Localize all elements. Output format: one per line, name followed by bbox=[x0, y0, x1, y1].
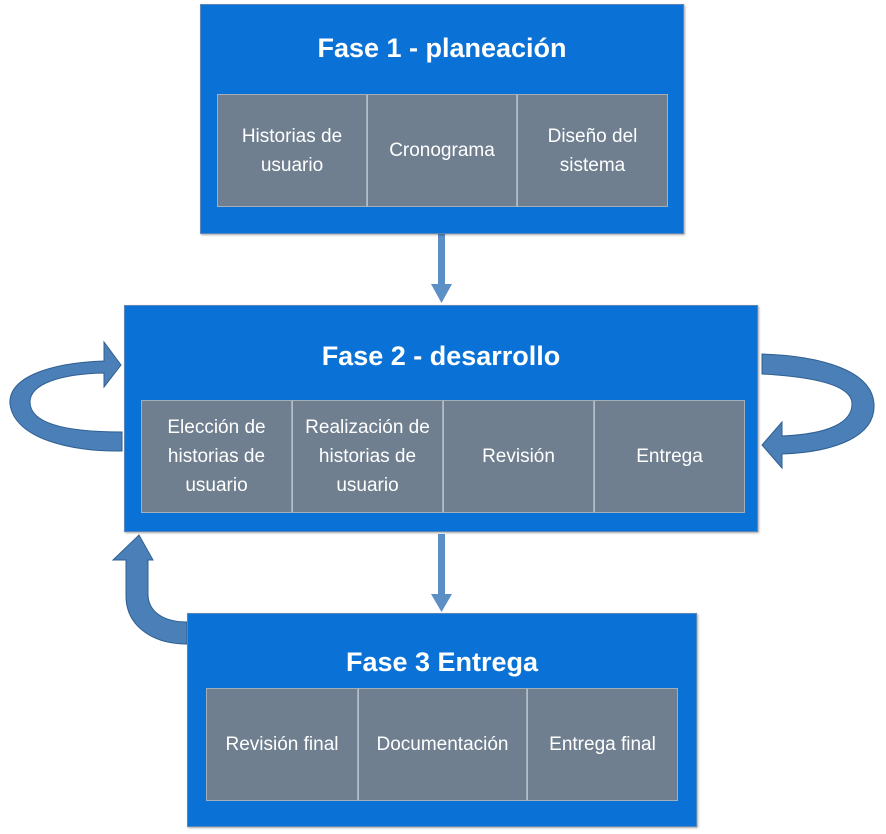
phase-2-cell-eleccion: Elección de historias de usuario bbox=[141, 400, 292, 513]
arrow-phase1-to-phase2 bbox=[431, 234, 452, 303]
phase-2-title: Fase 2 - desarrollo bbox=[321, 341, 561, 371]
phase-2-box: Fase 2 - desarrollo Elección de historia… bbox=[124, 305, 758, 532]
phase-1-title: Fase 1 - planeación bbox=[317, 33, 567, 63]
phase-1-cell-diseno: Diseño del sistema bbox=[517, 94, 668, 207]
phase-1-box: Fase 1 - planeación Historias de usuario… bbox=[200, 4, 684, 234]
phase-2-cell-realizacion: Realización de historias de usuario bbox=[292, 400, 443, 513]
phase-3-cell-entrega-final: Entrega final bbox=[527, 688, 678, 801]
left-loop-arrow bbox=[9, 340, 123, 452]
phase-2-cell-revision: Revisión bbox=[443, 400, 594, 513]
return-arrow-phase3-to-phase2 bbox=[111, 534, 188, 645]
phase-3-cell-documentacion: Documentación bbox=[358, 688, 527, 801]
phase-1-cell-historias: Historias de usuario bbox=[217, 94, 367, 207]
arrow-phase2-to-phase3 bbox=[431, 534, 452, 612]
phase-3-title: Fase 3 Entrega bbox=[345, 647, 539, 677]
phase-1-cells: Historias de usuario Cronograma Diseño d… bbox=[217, 94, 668, 207]
phase-2-cell-entrega: Entrega bbox=[594, 400, 745, 513]
phase-2-cells: Elección de historias de usuario Realiza… bbox=[141, 400, 745, 513]
phase-3-cells: Revisión final Documentación Entrega fin… bbox=[206, 688, 678, 801]
phase-3-cell-revision-final: Revisión final bbox=[206, 688, 358, 801]
right-loop-arrow bbox=[761, 353, 875, 470]
phase-1-cell-cronograma: Cronograma bbox=[367, 94, 517, 207]
phase-3-box: Fase 3 Entrega Revisión final Documentac… bbox=[187, 613, 697, 827]
